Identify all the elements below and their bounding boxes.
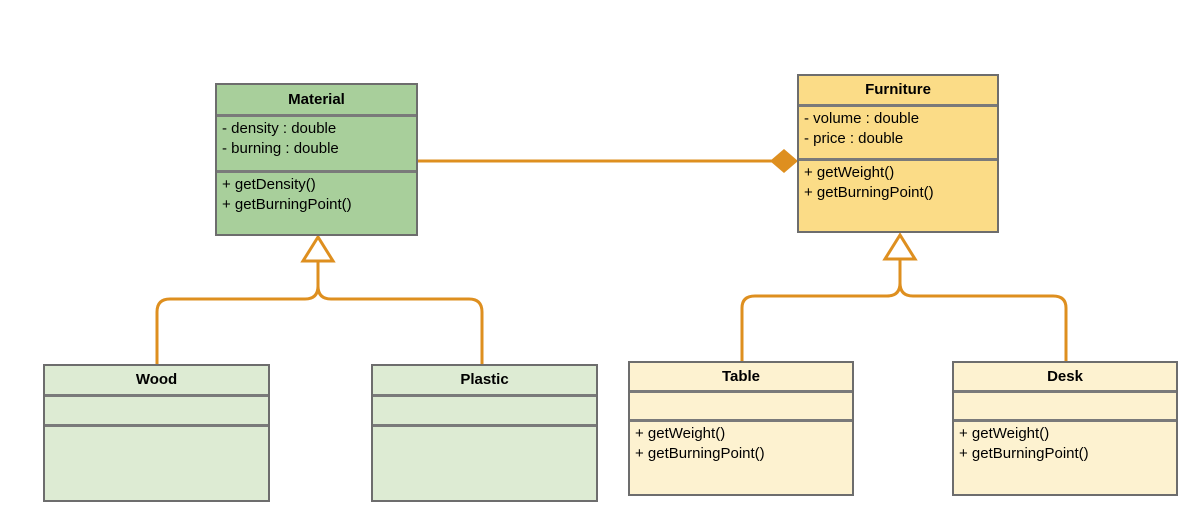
attribute-line: - burning : double — [222, 140, 339, 157]
class-table-methods: + getWeight() + getBurningPoint() — [630, 419, 852, 494]
class-material-attributes: - density : double - burning : double — [217, 114, 416, 170]
class-plastic-title: Plastic — [460, 371, 509, 388]
class-material-methods: + getDensity() + getBurningPoint() — [217, 170, 416, 234]
class-table-title: Table — [721, 367, 761, 385]
class-plastic[interactable]: Plastic — [371, 364, 598, 502]
class-wood[interactable]: Wood — [43, 364, 270, 502]
class-furniture-attributes: - volume : double - price : double — [799, 104, 997, 158]
class-material-title: Material — [288, 90, 345, 108]
generalization-connector-furniture-children[interactable] — [740, 232, 1068, 361]
inheritance-arrowhead-icon — [300, 234, 336, 263]
class-desk-title: Desk — [1047, 367, 1083, 385]
method-line: + getBurningPoint() — [222, 196, 352, 213]
class-furniture-title: Furniture — [865, 81, 931, 98]
class-plastic-attributes — [373, 394, 596, 424]
attribute-line: - density : double — [222, 120, 337, 137]
composition-diamond-icon — [770, 149, 798, 173]
class-furniture-methods: + getWeight() + getBurningPoint() — [799, 158, 997, 231]
method-line: + getBurningPoint() — [635, 445, 765, 462]
method-line: + getWeight() — [959, 425, 1050, 442]
class-desk-attributes — [954, 390, 1176, 419]
class-wood-methods — [45, 424, 268, 500]
method-line: + getDensity() — [222, 176, 316, 193]
class-wood-attributes — [45, 394, 268, 424]
attribute-line: - price : double — [804, 130, 904, 147]
composition-connector-material-furniture[interactable] — [417, 149, 798, 173]
method-line: + getBurningPoint() — [959, 445, 1089, 462]
class-desk[interactable]: Desk + getWeight() + getBurningPoint() — [952, 361, 1178, 496]
class-plastic-methods — [373, 424, 596, 500]
class-table[interactable]: Table + getWeight() + getBurningPoint() — [628, 361, 854, 496]
method-line: + getWeight() — [804, 164, 895, 181]
class-material[interactable]: Material - density : double - burning : … — [215, 83, 418, 236]
inheritance-arrowhead-icon — [882, 232, 918, 261]
class-desk-methods: + getWeight() + getBurningPoint() — [954, 419, 1176, 494]
generalization-connector-material-children[interactable] — [155, 234, 484, 364]
attribute-line: - volume : double — [804, 110, 920, 127]
method-line: + getWeight() — [635, 425, 726, 442]
method-line: + getBurningPoint() — [804, 184, 934, 201]
class-table-attributes — [630, 390, 852, 419]
class-wood-title: Wood — [135, 371, 178, 388]
class-furniture[interactable]: Furniture - volume : double - price : do… — [797, 74, 999, 233]
